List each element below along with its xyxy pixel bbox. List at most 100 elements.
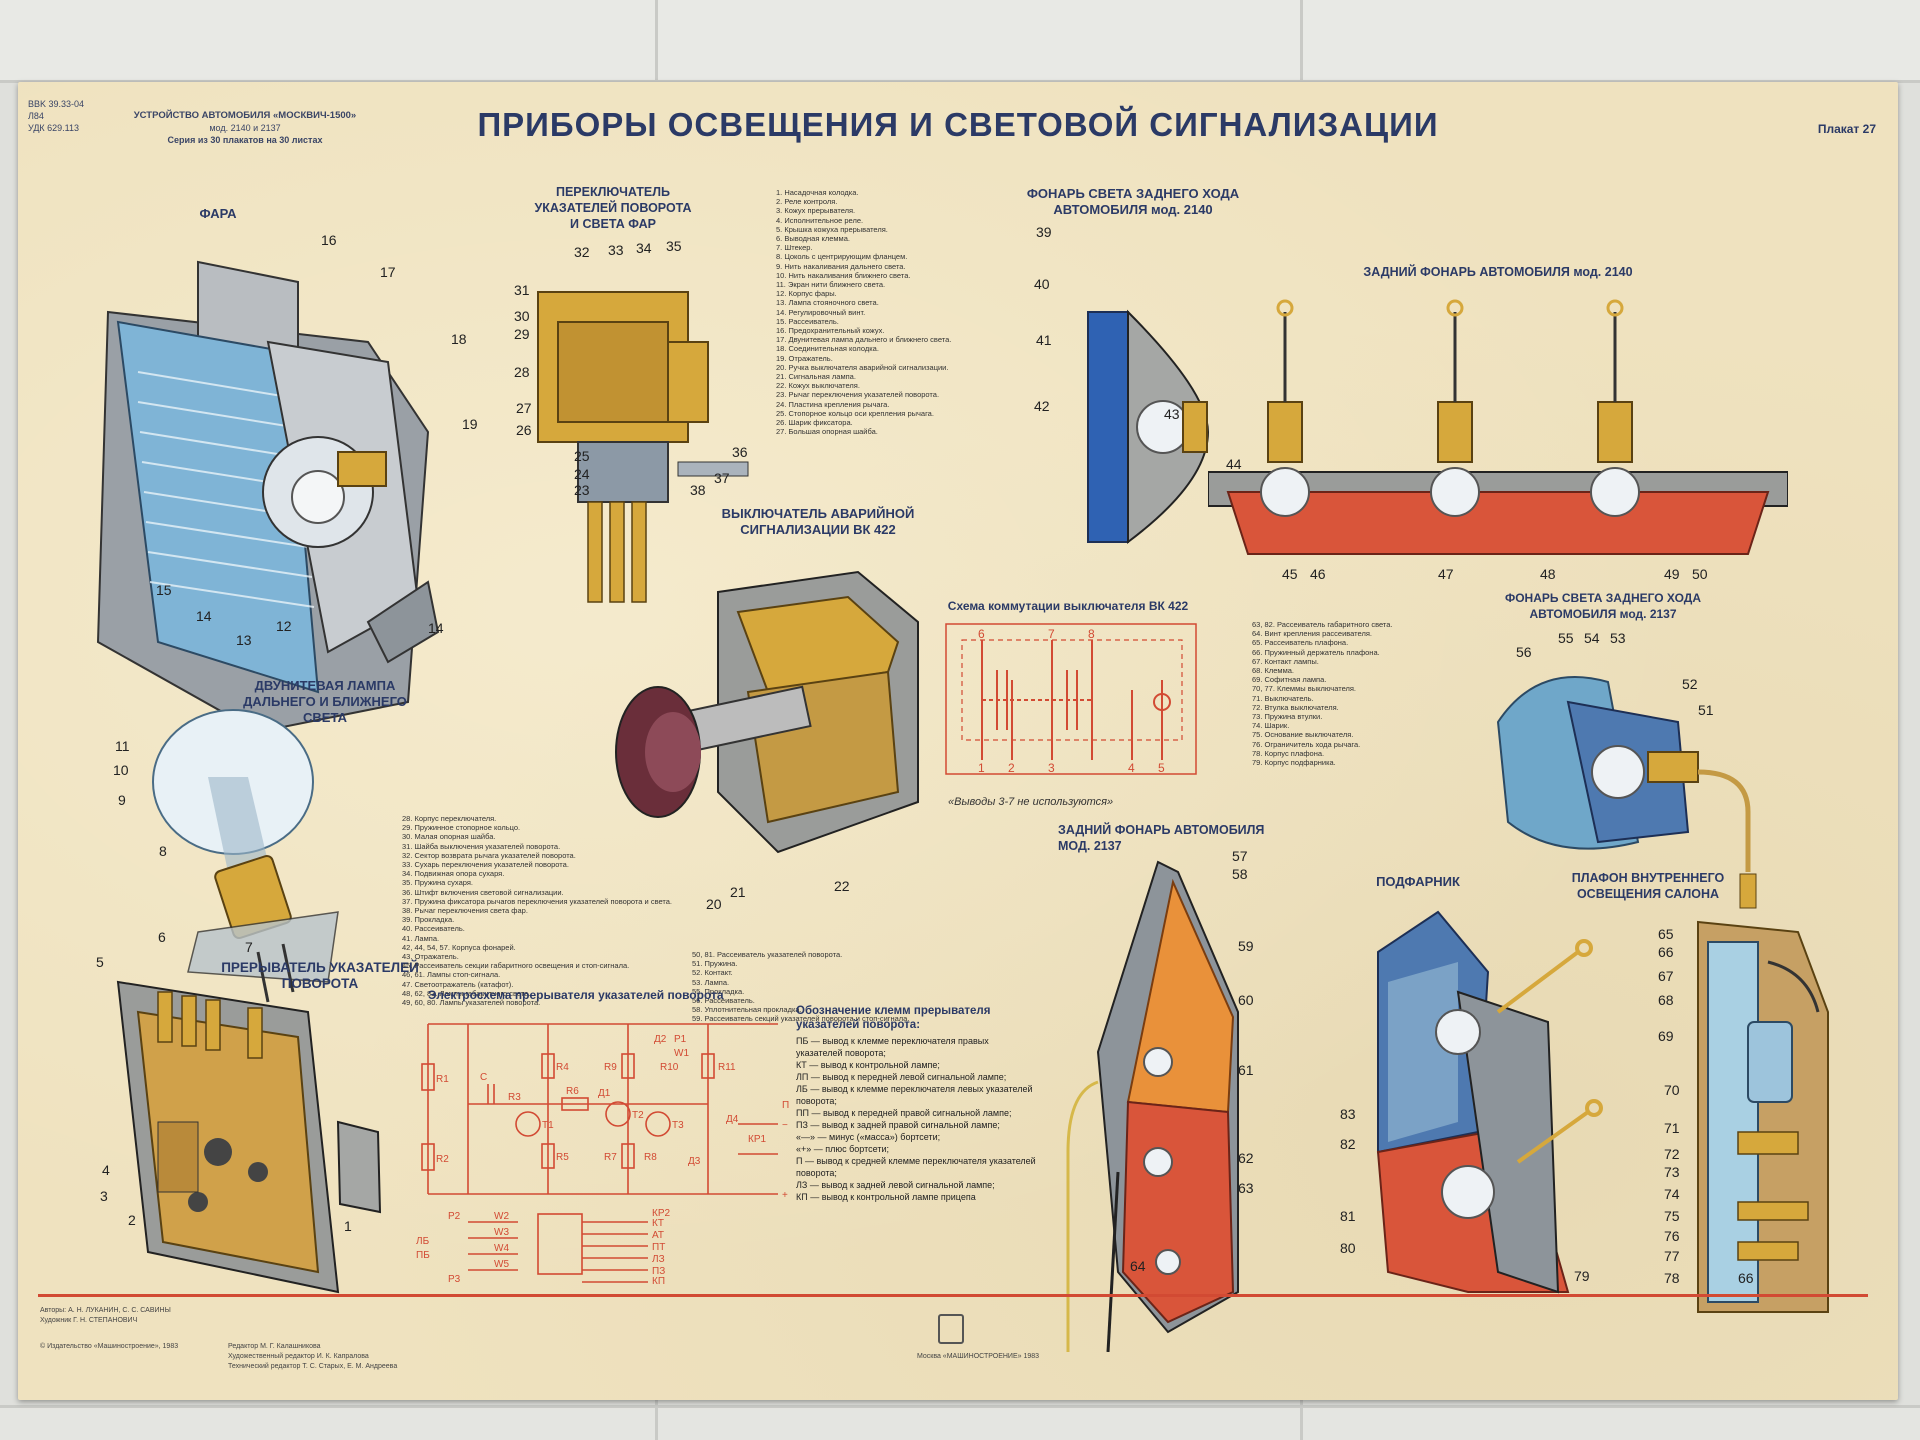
parts-list-item: 66. Пружинный держатель плафона. <box>1252 647 1380 657</box>
callout-74: 74 <box>1664 1186 1680 1202</box>
scheme-relay-pb: ПБ <box>416 1250 430 1261</box>
callout-82: 82 <box>1340 1136 1356 1152</box>
rear-2140-label: ЗАДНИЙ ФОНАРЬ АВТОМОБИЛЯ мод. 2140 <box>1363 265 1633 279</box>
parts-list-item: 68. Клемма. <box>1252 666 1294 676</box>
callout-7: 7 <box>245 939 253 955</box>
parts-list-item: 73. Пружина втулки. <box>1252 712 1323 722</box>
reverse-2137-label: ФОНАРЬ СВЕТА ЗАДНЕГО ХОДА АВТОМОБИЛЯ мод… <box>1504 591 1702 621</box>
terminal-legend-item: ПБ — вывод к клемме переключателя правых… <box>796 1036 989 1058</box>
interior-drawing <box>1697 920 1829 1313</box>
parts-list-item: 34. Подвижная опора сухаря. <box>402 869 505 879</box>
reverse-2140-drawing <box>1087 309 1210 545</box>
parts-list-item: 36. Штифт включения световой сигнализаци… <box>402 887 564 897</box>
callout-60: 60 <box>1238 992 1254 1008</box>
callout-65: 65 <box>1658 926 1674 942</box>
callout-71: 71 <box>1664 1120 1680 1136</box>
scheme-d2: Д2 <box>654 1034 667 1045</box>
publisher-logo-icon <box>938 1314 964 1344</box>
callout-81: 81 <box>1340 1208 1356 1224</box>
callout-49: 49 <box>1664 566 1680 582</box>
parts-list-item: 6. Выводная клемма. <box>776 234 850 244</box>
scheme-term-plus: + <box>782 1190 788 1201</box>
scheme-pin-4: 4 <box>1128 761 1135 775</box>
footer-tech-editor: Технический редактор Т. С. Старых, Е. М.… <box>228 1363 398 1370</box>
callout-56: 56 <box>1516 644 1532 660</box>
parts-list-item: 21. Сигнальная лампа. <box>776 372 856 382</box>
parts-list-item: 19. Отражатель. <box>776 353 833 363</box>
callout-83: 83 <box>1340 1106 1356 1122</box>
callout-66a: 66 <box>1658 944 1674 960</box>
terminal-legend-item: ПП — вывод к передней правой сигнальной … <box>796 1108 1012 1118</box>
page-title: ПРИБОРЫ ОСВЕЩЕНИЯ И СВЕТОВОЙ СИГНАЛИЗАЦИ… <box>477 106 1439 143</box>
terminal-legend-item: КТ — вывод к контрольной лампе; <box>796 1060 940 1070</box>
series-models: мод. 2140 и 2137 <box>209 123 281 133</box>
parts-list-item: 50, 81. Рассеиватель указателей поворота… <box>692 950 843 959</box>
callout-76: 76 <box>1664 1228 1680 1244</box>
scheme-term-at: АТ <box>652 1230 664 1241</box>
callout-2: 2 <box>128 1212 136 1228</box>
parts-list-item: 51. Пружина. <box>692 959 738 969</box>
parts-list-item: 24. Пластина крепления рычага. <box>776 399 890 409</box>
scheme-term-kp: КП <box>652 1276 665 1284</box>
callout-21: 21 <box>730 884 746 900</box>
scheme-r2: R2 <box>436 1154 449 1165</box>
reverse-2137-drawing <box>1496 676 1757 909</box>
callout-70: 70 <box>1664 1082 1680 1098</box>
parts-list-item: 12. Корпус фары. <box>776 289 837 299</box>
rear-2137-drawing <box>1066 860 1239 1352</box>
callout-6: 6 <box>158 929 166 945</box>
callout-43: 43 <box>1164 406 1180 422</box>
callout-18: 18 <box>451 331 467 347</box>
parts-list-item: 25. Стопорное кольцо оси крепления рычаг… <box>776 408 934 418</box>
parts-list-item: 13. Лампа стояночного света. <box>776 298 879 308</box>
footer-rule <box>38 1294 1868 1297</box>
scheme-relay-w3: W3 <box>494 1227 509 1238</box>
parts-list-item: 42, 44, 54, 57. Корпуса фонарей. <box>402 942 516 952</box>
callout-19: 19 <box>462 416 478 432</box>
headlamp-housing <box>96 260 440 734</box>
terminal-legend-item: ЛБ — вывод к клемме переключателя левых … <box>796 1084 1033 1106</box>
callout-8: 8 <box>159 843 167 859</box>
callout-67: 67 <box>1658 968 1674 984</box>
scheme-p1: Р1 <box>674 1034 687 1045</box>
bulb-label: ДВУНИТЕВАЯ ЛАМПА ДАЛЬНЕГО И БЛИЖНЕГО СВЕ… <box>243 678 407 725</box>
footer-art-editor: Художественный редактор И. К. Капралова <box>228 1353 369 1360</box>
callout-1: 1 <box>344 1218 352 1234</box>
footer-authors: Авторы: А. Н. ЛУКАНИН, С. С. САВИНЫ Худо… <box>40 1306 240 1352</box>
callout-39: 39 <box>1036 224 1052 240</box>
callout-73: 73 <box>1664 1164 1680 1180</box>
parts-list-item: 22. Кожух выключателя. <box>776 381 860 391</box>
callout-47: 47 <box>1438 566 1454 582</box>
flasher-drawing <box>116 980 382 1294</box>
callout-31: 31 <box>514 282 530 298</box>
hazard-scheme-label: Схема коммутации выключателя ВК 422 <box>947 599 1189 613</box>
parts-list-item: 45. Рассеиватель секции габаритного осве… <box>402 961 630 971</box>
parts-list-item: 63, 82. Рассеиватель габаритного света. <box>1252 620 1393 629</box>
parts-list-2: 28. Корпус переключателя.29. Пружинное с… <box>402 814 672 1007</box>
callout-14b: 14 <box>428 620 444 636</box>
scheme-r9: R9 <box>604 1062 617 1073</box>
rear-2137-label: ЗАДНИЙ ФОНАРЬ АВТОМОБИЛЯ МОД. 2137 <box>1058 823 1265 853</box>
footer-publisher: Москва «МАШИНОСТРОЕНИЕ» 1983 <box>916 1353 1040 1360</box>
parts-list-item: 58. Уплотнительная прокладка. <box>692 1005 802 1015</box>
callout-12: 12 <box>276 618 292 634</box>
parts-list-item: 20. Ручка выключателя аварийной сигнализ… <box>776 362 949 372</box>
callout-52: 52 <box>1682 676 1698 692</box>
callout-68: 68 <box>1658 992 1674 1008</box>
scheme-term-p: П <box>782 1100 789 1111</box>
callout-45: 45 <box>1282 566 1298 582</box>
parts-list-item: 69. Софитная лампа. <box>1252 675 1327 685</box>
scheme-t2: Т2 <box>632 1110 644 1121</box>
parts-list-item: 52. Контакт. <box>692 968 733 978</box>
callout-5: 5 <box>96 954 104 970</box>
interior-label: ПЛАФОН ВНУТРЕННЕГО ОСВЕЩЕНИЯ САЛОНА <box>1571 871 1725 901</box>
parts-list-item: 9. Нить накаливания дальнего света. <box>776 261 906 271</box>
scheme-relay-w2: W2 <box>494 1211 509 1222</box>
parking-label: ПОДФАРНИК <box>1376 874 1460 889</box>
parts-list-item: 74. Шарик. <box>1252 721 1290 731</box>
parts-list-item: 56. Рассеиватель. <box>692 996 755 1006</box>
parts-list-4: 63, 82. Рассеиватель габаритного света. 6… <box>1252 620 1462 767</box>
parts-list-item: 55. Прокладка. <box>692 986 745 996</box>
